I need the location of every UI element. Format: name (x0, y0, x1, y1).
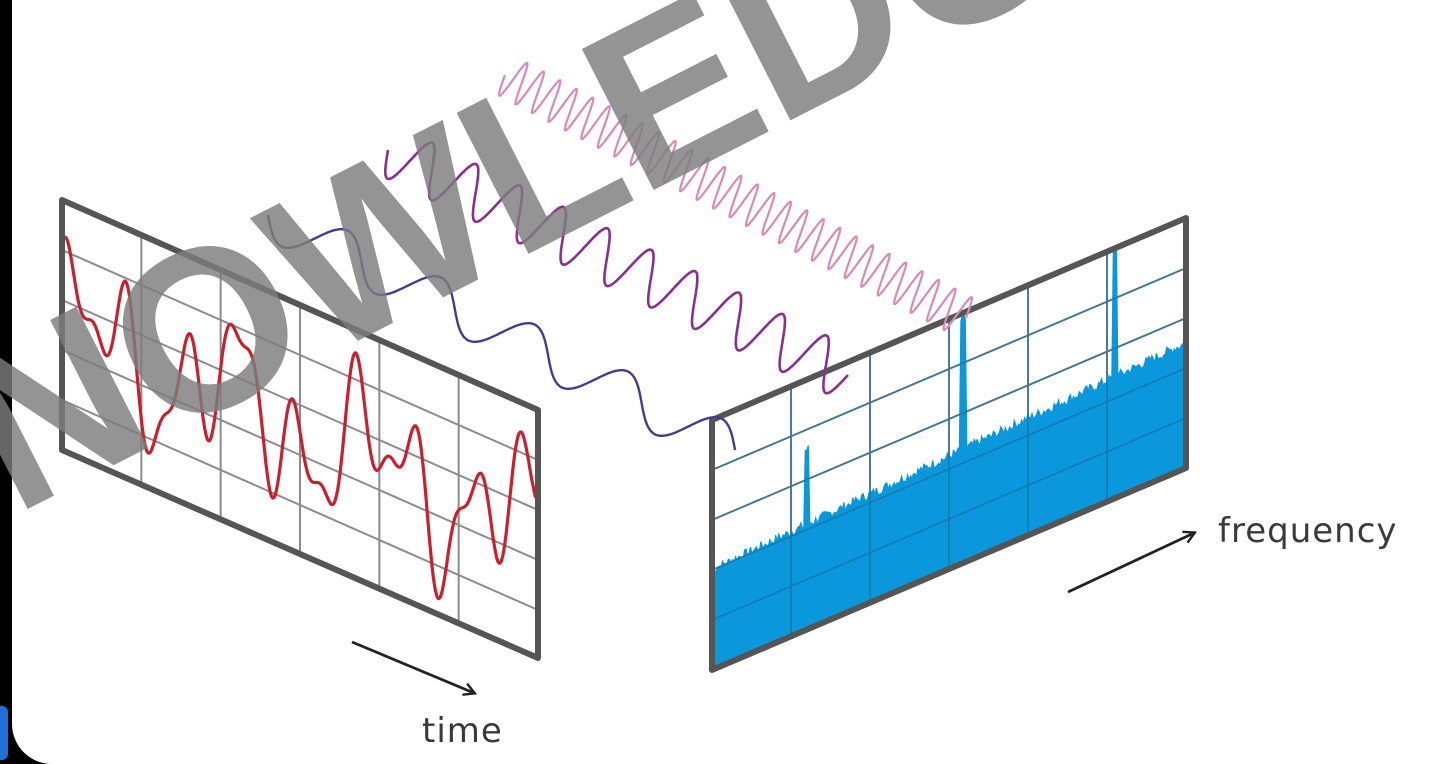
time-panel-grid (61, 235, 539, 625)
time-domain-signal (63, 235, 538, 601)
time-arrow-icon (351, 640, 474, 693)
time-axis-label: time (422, 711, 503, 751)
frequency-arrow-icon (1067, 533, 1194, 594)
corner-badge (0, 706, 8, 760)
frequency-domain-panel (709, 215, 1189, 673)
low-frequency-component-wave (266, 214, 737, 451)
time-panel-frame (59, 197, 541, 661)
mid-frequency-component-wave (384, 141, 849, 395)
frequency-axis-label: frequency (1218, 511, 1398, 551)
time-domain-panel (59, 197, 541, 661)
high-frequency-component-wave (497, 61, 974, 332)
frequency-panel-frame (709, 215, 1189, 673)
